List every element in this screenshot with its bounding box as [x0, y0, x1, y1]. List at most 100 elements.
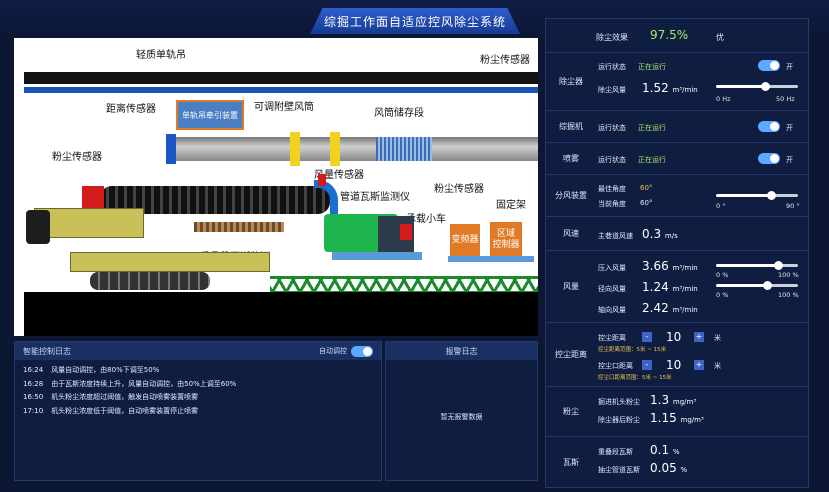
airflow-unit: m³/min — [672, 264, 698, 272]
splitter-current-value: 60° — [640, 199, 653, 207]
airflow-key: 径向风量 — [598, 285, 626, 293]
collector-panel — [400, 224, 412, 240]
efficiency-value: 97.5% — [650, 28, 689, 42]
collector-frequency-slider[interactable] — [716, 82, 798, 91]
label-pipe-gas: 管道瓦斯监测仪 — [340, 192, 410, 203]
collector-slider-min: 0 Hz — [716, 95, 731, 103]
collector-air-key: 除尘风量 — [598, 86, 626, 94]
outlet-hint: 控尘口距离范围：5米 ~ 15米 — [598, 375, 672, 381]
airflow-label: 风量 — [563, 282, 579, 291]
log-time: 16:50 — [23, 393, 44, 401]
slider-handle[interactable] — [762, 281, 772, 290]
alarm-log-panel: 报警日志 暂无报警数据 — [385, 341, 538, 481]
alarm-empty-text: 暂无报警数据 — [440, 413, 483, 421]
dist-key: 控尘距离 — [598, 334, 626, 342]
hose-nozzle — [82, 186, 104, 210]
monorail-beam — [24, 72, 538, 84]
roadheader-toggle[interactable] — [758, 121, 780, 132]
splitter-best-value: 60° — [640, 184, 653, 192]
gas-label: 瓦斯 — [563, 457, 579, 467]
control-log-title: 智能控制日志 — [23, 346, 71, 356]
dist-increment-button[interactable]: + — [694, 332, 704, 342]
splitter-best-key: 最佳角度 — [598, 185, 626, 193]
wind-key: 主巷道风速 — [598, 232, 633, 240]
spray-toggle[interactable] — [758, 153, 780, 164]
collector-slider-max: 50 Hz — [776, 95, 795, 103]
airflow-value: 3.66 m³/min — [642, 259, 698, 273]
inverter: 变频器 — [450, 224, 480, 256]
outlet-unit: 米 — [714, 362, 721, 370]
label-dust-sensor-mid: 粉尘传感器 — [434, 184, 484, 195]
dist-decrement-button[interactable]: - — [642, 332, 652, 342]
dust-after-value: 1.15 mg/m³ — [650, 411, 704, 425]
outlet-decrement-button[interactable]: - — [642, 360, 652, 370]
airflow-number: 1.24 — [642, 280, 669, 294]
control-distance-label: 控尘距离 — [555, 350, 587, 359]
log-time: 16:24 — [23, 366, 44, 374]
efficiency-key: 除尘效果 — [596, 33, 628, 42]
carrier-cart — [332, 252, 422, 260]
log-text: 机头粉尘浓度超过阈值，触发自动喷雾装置喷雾 — [51, 393, 199, 401]
control-distance-row: 控尘距离 控尘距离 - 10 + 米 控尘距离范围：5米 ~ 15米 控尘口距离… — [546, 323, 808, 387]
overlap-section — [194, 222, 284, 232]
pipe-elbow — [314, 180, 338, 230]
fixed-frame — [448, 256, 534, 262]
log-text: 由于瓦斯浓度持续上升，风量自动调控，由50%上调至60% — [51, 379, 237, 388]
spray-status-key: 运行状态 — [598, 156, 626, 164]
auto-control-toggle[interactable] — [351, 345, 373, 357]
airflow-number: 2.42 — [642, 301, 669, 315]
slider-handle[interactable] — [761, 82, 771, 91]
gas-pipe-value: 0.05 % — [650, 461, 688, 475]
roadheader-label: 综掘机 — [559, 122, 583, 131]
wind-value: 0.3 m/s — [642, 227, 678, 241]
splitter-slider-max: 90 ° — [786, 202, 800, 210]
roadheader-cutter — [26, 210, 50, 244]
collector-status-key: 运行状态 — [598, 63, 626, 71]
airflow-slider-2[interactable] — [716, 281, 798, 290]
roadheader-status: 正在运行 — [638, 124, 666, 132]
auto-control-label: 自动调控 — [319, 347, 347, 355]
label-carrier-cart: 承载小车 — [406, 214, 446, 225]
splitter-angle-slider[interactable] — [716, 191, 798, 200]
roadheader-crawler — [90, 272, 210, 290]
spray-row: 喷雾 运行状态 正在运行 开 — [546, 143, 808, 175]
label-dust-sensor-left: 粉尘传感器 — [52, 152, 102, 163]
outlet-increment-button[interactable]: + — [694, 360, 704, 370]
splitter-current-key: 当前角度 — [598, 200, 626, 208]
slider-handle[interactable] — [773, 261, 783, 270]
gas-pipe-key: 抽尘管道瓦斯 — [598, 466, 640, 474]
label-monorail: 轻质单轨吊 — [136, 50, 186, 61]
airflow-key: 轴向风量 — [598, 306, 626, 314]
efficiency-row: 除尘效果 97.5% 优 — [546, 19, 808, 53]
dust-after-key: 除尘器后粉尘 — [598, 416, 640, 424]
alarm-log-title: 报警日志 — [386, 342, 537, 360]
airflow-unit: m³/min — [672, 306, 698, 314]
gas-overlap-key: 重叠段瓦斯 — [598, 448, 633, 456]
duct-clamp-2 — [330, 132, 340, 166]
area-controller: 区域 控制器 — [490, 222, 522, 258]
collector-label: 除尘器 — [559, 77, 583, 86]
collector-status: 正在运行 — [638, 63, 666, 71]
airflow-slider-1[interactable] — [716, 261, 798, 270]
dust-label: 粉尘 — [563, 407, 579, 416]
airflow-unit: m³/min — [672, 285, 698, 293]
dist-value[interactable]: 10 — [666, 330, 682, 344]
dust-row: 粉尘 掘进机头粉尘 1.3 mg/m³ 除尘器后粉尘 1.15 mg/m³ — [546, 387, 808, 437]
airflow-number: 3.66 — [642, 259, 669, 273]
label-fixed-frame: 固定架 — [496, 200, 526, 211]
outlet-value[interactable]: 10 — [666, 358, 682, 372]
collector-toggle[interactable] — [758, 60, 780, 71]
airflow-value: 2.42 m³/min — [642, 301, 698, 315]
hoist-traction-unit: 单轨吊牵引装置 — [176, 100, 244, 130]
slider-handle[interactable] — [766, 191, 776, 200]
distance-sensor — [166, 134, 176, 164]
collector-air-value: 1.52 m³/min — [642, 81, 698, 95]
gas-row: 瓦斯 重叠段瓦斯 0.1 % 抽尘管道瓦斯 0.05 % — [546, 437, 808, 487]
log-time: 17:10 — [23, 406, 44, 415]
